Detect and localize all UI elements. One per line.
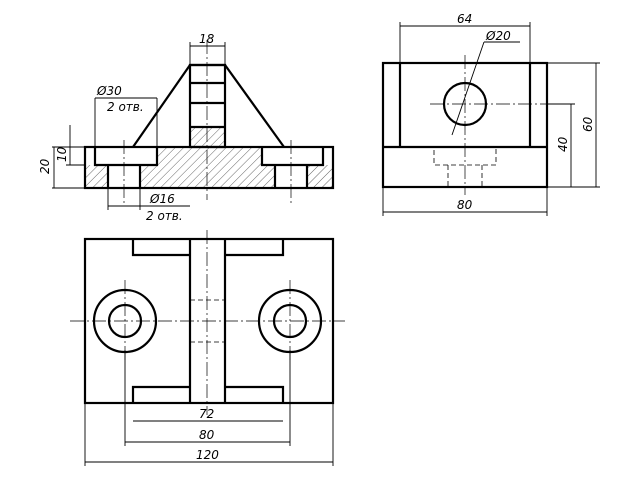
dim-10: 10 [55, 146, 69, 162]
dim-dia16-qty: 2 отв. [146, 209, 183, 223]
dim-dia30: Ø30 [96, 84, 122, 98]
dim-18: 18 [199, 32, 215, 46]
dim-120: 120 [196, 448, 219, 462]
front-post [188, 63, 227, 149]
dim-72: 72 [199, 407, 214, 421]
dim-side-80: 80 [457, 198, 473, 212]
front-counterbore-right [260, 147, 325, 167]
dim-60: 60 [581, 116, 595, 132]
dim-dia30-qty: 2 отв. [107, 100, 144, 114]
side-view: 64 Ø20 60 40 80 [381, 12, 600, 216]
plan-outline [83, 237, 335, 405]
dim-dia20: Ø20 [485, 29, 511, 43]
dim-plan-80: 80 [199, 428, 215, 442]
dim-40: 40 [556, 136, 570, 152]
front-counterbore-left [93, 147, 159, 167]
dim-20: 20 [38, 158, 52, 174]
plan-view: 72 80 120 [70, 230, 345, 466]
front-view: 18 Ø30 2 отв. 20 10 Ø16 2 отв. [38, 32, 335, 223]
dim-64: 64 [457, 12, 472, 26]
dim-dia16: Ø16 [149, 192, 175, 206]
